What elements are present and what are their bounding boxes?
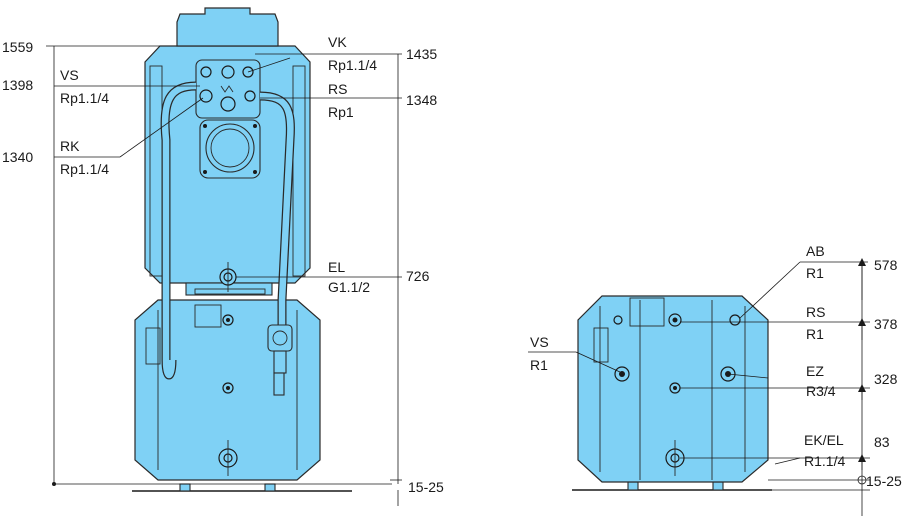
label-ez-thread: R3/4 — [806, 383, 836, 399]
right-view-foot-right — [712, 481, 724, 491]
right-dimension-system — [528, 258, 870, 516]
label-vs-thread: Rp1.1/4 — [60, 90, 109, 106]
left-foot — [179, 483, 191, 492]
label-ab-thread: R1 — [806, 265, 824, 281]
ab-port — [729, 314, 741, 326]
dim-left-feet: 15-25 — [408, 479, 444, 495]
dim-right-feet: 15-25 — [866, 473, 902, 489]
right-foot — [264, 483, 276, 492]
pump-valve — [273, 350, 287, 374]
drain-valve — [273, 372, 285, 396]
label-rs-code: RS — [328, 81, 347, 97]
left-dimension-system — [46, 45, 402, 506]
dim-total-height: 1559 — [2, 39, 33, 55]
dim-rk-height: 1340 — [2, 149, 33, 165]
dim-ekel-height: 83 — [874, 434, 890, 450]
label-ekel-thread: R1.1/4 — [804, 453, 845, 469]
left-unit-drawing — [132, 7, 352, 492]
label-vk-thread: Rp1.1/4 — [328, 57, 377, 73]
label-vk-code: VK — [328, 34, 347, 50]
label-rk-thread: Rp1.1/4 — [60, 161, 109, 177]
label-rs-right-code: RS — [806, 304, 825, 320]
label-ab-code: AB — [806, 243, 825, 259]
label-vs-right-thread: R1 — [530, 357, 548, 373]
right-view-foot-left — [627, 481, 639, 491]
circulation-pump — [267, 324, 293, 352]
label-ekel-code: EK/EL — [804, 432, 844, 448]
label-ez-code: EZ — [806, 363, 824, 379]
label-vs-code: VS — [60, 67, 79, 83]
label-rk-code: RK — [60, 138, 80, 154]
label-rs-right-thread: R1 — [806, 326, 824, 342]
boiler-cap — [176, 7, 279, 47]
label-el-thread: G1.1/2 — [328, 279, 370, 295]
label-rs-thread: Rp1 — [328, 104, 354, 120]
flue-duct — [205, 123, 255, 173]
dim-rs-right-height: 378 — [874, 316, 898, 332]
dim-vk-height: 1435 — [406, 46, 437, 62]
dim-ab-height: 578 — [874, 257, 898, 273]
right-unit-drawing — [572, 295, 772, 491]
label-vs-right-code: VS — [530, 334, 549, 350]
label-el-code: EL — [328, 259, 345, 275]
dim-rs-height: 1348 — [406, 92, 437, 108]
dim-vs-height: 1398 — [2, 77, 33, 93]
dim-ez-height: 328 — [874, 371, 898, 387]
dim-el-height: 726 — [406, 268, 430, 284]
